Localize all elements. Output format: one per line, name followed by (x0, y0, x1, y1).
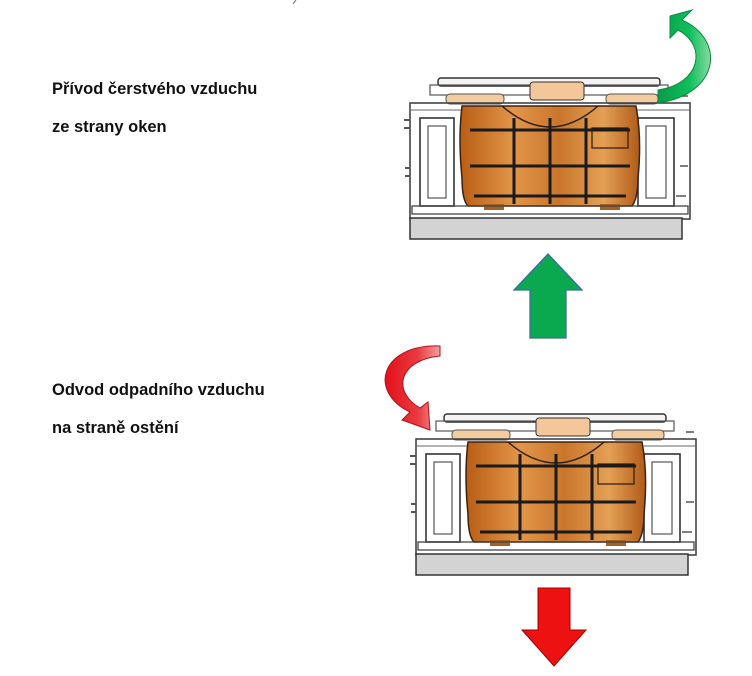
supply-intake-curved-arrow-icon (657, 9, 711, 104)
supply-up-arrow-icon (512, 253, 584, 339)
edge-mark (292, 0, 297, 5)
window-unit-supply (402, 76, 692, 241)
supply-label-line2: ze strany oken (52, 118, 167, 136)
exhaust-curved-arrow-icon (384, 345, 441, 431)
exhaust-label-line1: Odvod odpadního vzduchu (52, 381, 265, 399)
supply-label-line1: Přívod čerstvého vzduchu (52, 80, 258, 98)
exhaust-label-line2: na straně ostění (52, 419, 179, 437)
window-unit-exhaust (408, 412, 698, 577)
exhaust-down-arrow-icon (520, 587, 588, 667)
